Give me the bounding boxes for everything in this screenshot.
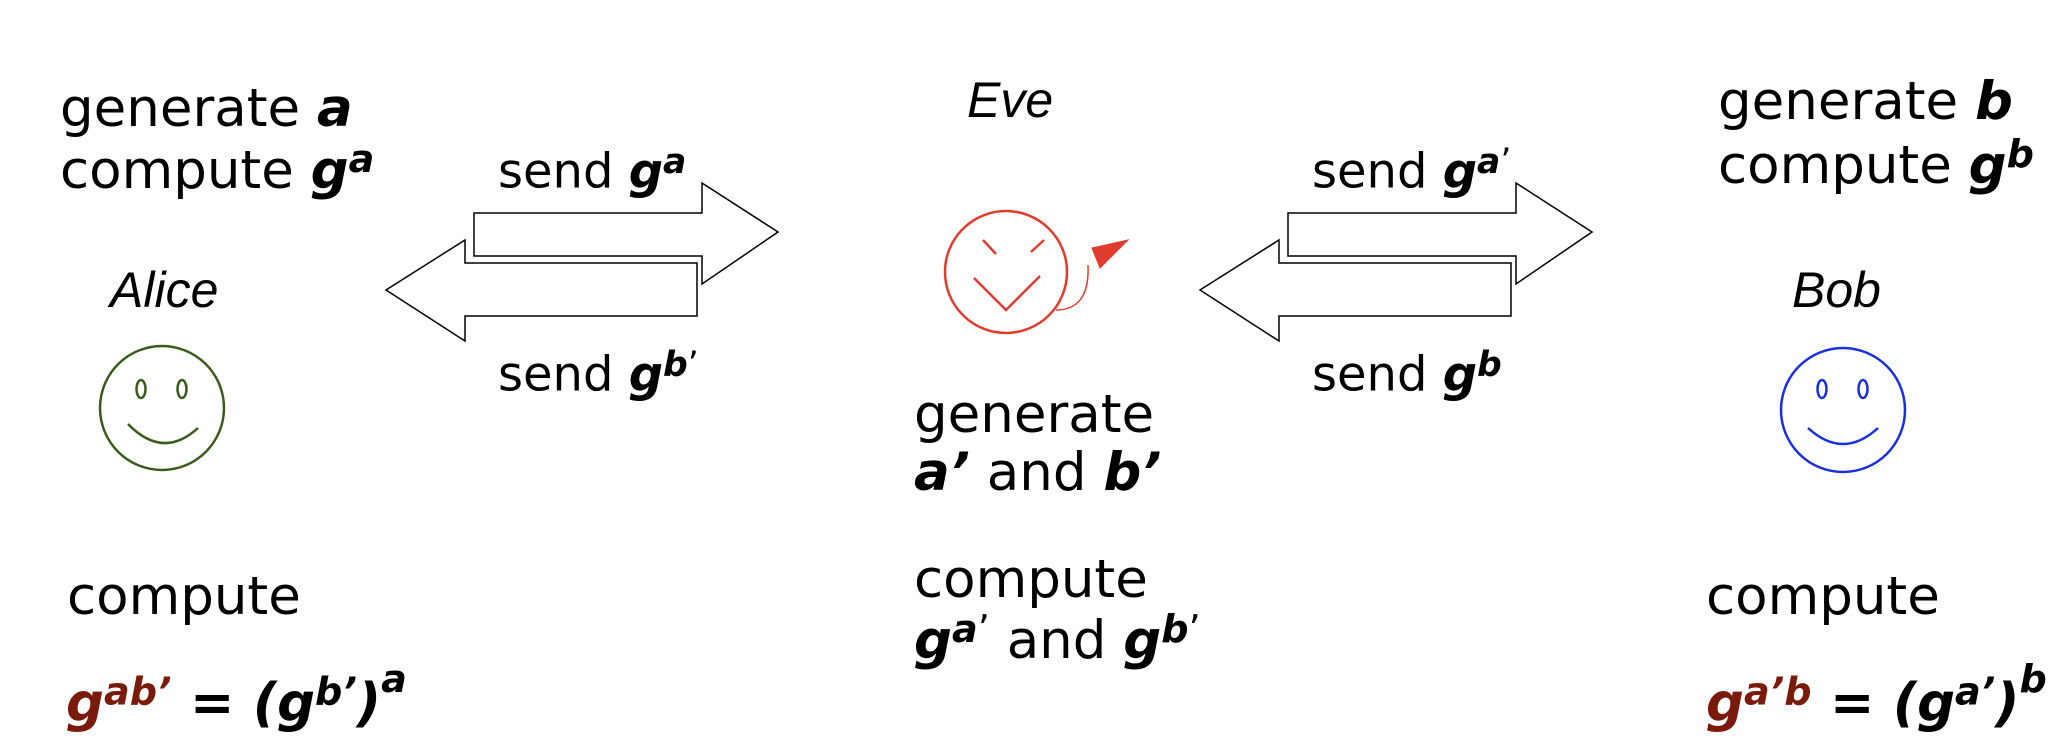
send-g: g [628,143,664,200]
eve-prime2: ’ [1188,607,1201,651]
alice-result-close: ) [356,672,382,734]
bob-result-close: ) [1995,672,2020,734]
bob-generate-line: generate b [1718,75,2013,128]
alice-result-eq: = ( [171,672,278,734]
eve-exp1: a [951,607,978,651]
alice-result-g: g [66,672,104,734]
send-prime: ’ [687,345,699,385]
arrow-eve-to-bob [1287,181,1594,286]
send-exp: b [1477,345,1502,385]
alice-result-exp2: b’ [315,669,357,714]
label-eve-to-bob: send ga’ [1312,145,1511,196]
alice-compute-label: compute [67,566,301,627]
eve-generate-line1: generate [914,384,1155,445]
send-prefix: send [1312,143,1443,200]
eve-var-a-prime: a’ [914,442,970,503]
bob-result-eq: = ( [1811,672,1918,734]
eve-compute-label: compute [914,549,1148,610]
arrow-bob-to-eve [1198,238,1512,343]
bob-var-b: b [1974,71,2013,132]
alice-var-a: a [316,78,353,139]
alice-result-exp: ab’ [103,669,172,714]
eve-compute-values: ga’ and gb’ [914,610,1201,667]
eve-generate-line2: a’ and b’ [914,446,1161,499]
send-g: g [628,346,664,403]
label-alice-to-eve: send ga [498,145,686,196]
label-bob-to-eve: send gb [1312,348,1502,399]
alice-face-icon [98,344,226,472]
send-prefix: send [1312,346,1443,403]
bob-result-outer-exp: b [2019,657,2047,701]
alice-result: gab’ = (gb’)a [66,660,407,730]
bob-compute-label: compute [1706,566,1940,627]
arrow-alice-to-eve [473,181,780,286]
bob-compute-line: compute gb [1718,135,2034,192]
alice-exp: a [348,137,375,181]
send-exp: a [1477,142,1501,182]
alice-g: g [310,140,349,202]
send-exp: b [663,345,688,385]
bob-g: g [1968,135,2007,197]
bob-result-exp2: a’ [1955,669,1996,714]
bob-result: ga’b = (ga’)b [1706,660,2047,730]
eve-prime1: ’ [977,607,990,651]
eve-name: Eve [967,72,1054,128]
alice-compute-prefix: compute [60,140,311,202]
send-prime: ’ [1500,142,1512,182]
bob-result-exp: a’b [1743,669,1812,714]
bob-result-g2: g [1917,672,1956,734]
bob-face-icon [1779,346,1907,474]
eve-and-2: and [989,610,1124,672]
send-exp: a [663,142,687,182]
eve-g1: g [914,610,952,672]
send-prefix: send [498,143,629,200]
alice-name: Alice [110,262,219,318]
eve-devil-face-icon [943,209,1130,335]
send-g: g [1442,143,1478,200]
alice-generate-prefix: generate [60,78,317,139]
bob-compute-prefix: compute [1718,135,1969,197]
alice-generate-line: generate a [60,82,353,135]
bob-name: Bob [1792,262,1881,318]
alice-compute-line: compute ga [60,140,374,197]
eve-and-1: and [969,442,1104,503]
eve-g2: g [1123,610,1162,672]
alice-result-g2: g [277,672,316,734]
send-g: g [1442,346,1478,403]
label-eve-to-alice: send gb’ [498,348,699,399]
send-prefix: send [498,346,629,403]
bob-exp: b [2006,132,2034,176]
arrow-eve-to-alice [384,238,698,343]
eve-var-b-prime: b’ [1103,442,1162,503]
alice-result-outer-exp: a [381,657,407,701]
bob-generate-prefix: generate [1718,71,1975,132]
eve-exp2: b [1161,607,1189,651]
bob-result-g: g [1706,672,1744,734]
